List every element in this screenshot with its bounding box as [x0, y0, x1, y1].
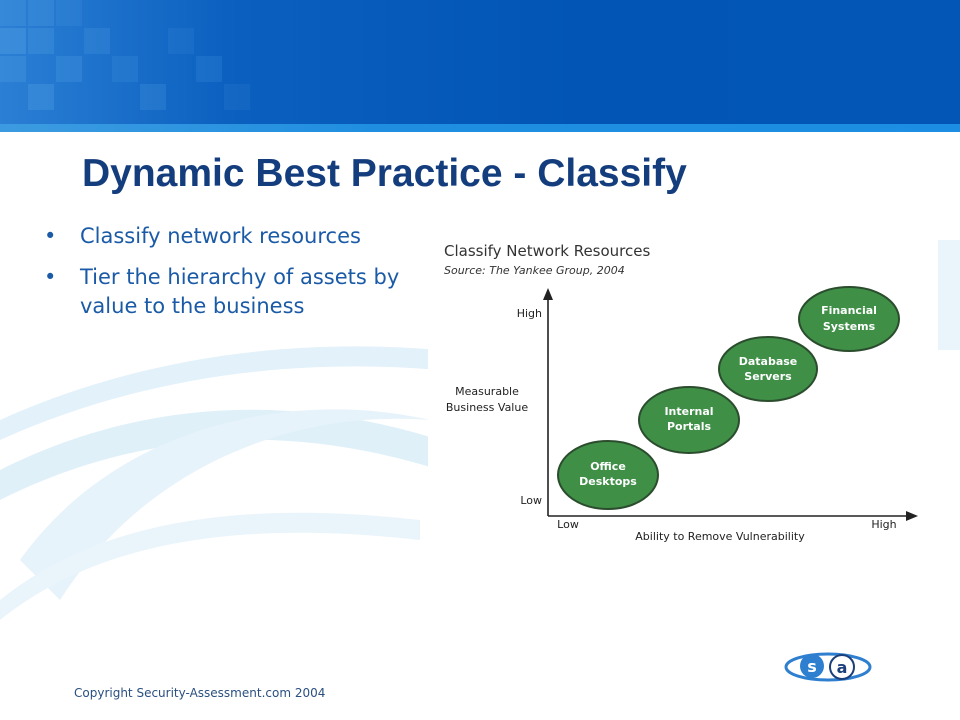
node-label-line1: Financial — [821, 304, 877, 317]
diagram-title: Classify Network Resources — [444, 242, 650, 260]
node-internal-portals: Internal Portals — [638, 386, 740, 454]
x-low-label: Low — [557, 518, 579, 531]
y-high-label: High — [517, 307, 542, 320]
y-axis-label-line2: Business Value — [446, 401, 528, 414]
slide-title: Dynamic Best Practice - Classify — [82, 152, 687, 195]
bullet-item: • Classify network resources — [44, 222, 424, 251]
node-financial-systems: Financial Systems — [798, 286, 900, 352]
bullet-dot: • — [44, 224, 57, 248]
logo-letter-s: s — [807, 657, 817, 676]
company-logo: s a — [784, 652, 872, 682]
node-ellipse — [718, 336, 818, 402]
node-label-line1: Database — [739, 355, 798, 368]
classify-diagram: Classify Network Resources Source: The Y… — [428, 232, 938, 554]
y-axis-arrow — [543, 288, 553, 300]
diagram-source: Source: The Yankee Group, 2004 — [444, 264, 625, 277]
bullet-dot: • — [44, 265, 57, 289]
bullet-item: • Tier the hierarchy of assets by value t… — [44, 263, 424, 321]
node-label-line2: Systems — [823, 320, 876, 333]
x-axis-arrow — [906, 511, 918, 521]
node-database-servers: Database Servers — [718, 336, 818, 402]
bullet-text: Tier the hierarchy of assets by value to… — [80, 265, 400, 318]
node-ellipse — [557, 440, 659, 510]
x-axis-label: Ability to Remove Vulnerability — [635, 530, 805, 543]
node-label-line2: Portals — [667, 420, 711, 433]
node-label-line1: Office — [590, 460, 626, 473]
bullet-text: Classify network resources — [80, 224, 361, 248]
header-mosaic-decoration — [0, 0, 300, 124]
diagram-canvas: Classify Network Resources Source: The Y… — [444, 242, 918, 543]
x-high-label: High — [871, 518, 896, 531]
node-ellipse — [798, 286, 900, 352]
node-ellipse — [638, 386, 740, 454]
header-band — [0, 0, 960, 124]
node-label-line1: Internal — [664, 405, 713, 418]
bullet-list: • Classify network resources • Tier the hi… — [44, 222, 424, 333]
copyright-footer: Copyright Security-Assessment.com 2004 — [74, 686, 326, 700]
header-accent-line — [0, 124, 960, 132]
node-label-line2: Desktops — [579, 475, 637, 488]
y-axis-label-line1: Measurable — [455, 385, 519, 398]
y-low-label: Low — [520, 494, 542, 507]
node-label-line2: Servers — [744, 370, 792, 383]
node-office-desktops: Office Desktops — [557, 440, 659, 510]
logo-letter-a: a — [837, 658, 848, 677]
